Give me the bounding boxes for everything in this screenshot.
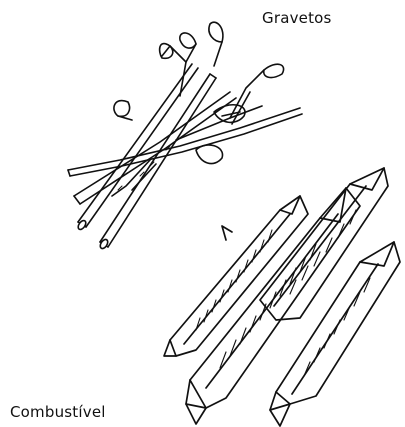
fuel-log	[186, 188, 360, 408]
twig-stick	[99, 74, 216, 250]
leaf	[264, 64, 284, 77]
twigs-group	[68, 22, 302, 250]
twigs-label: Gravetos	[262, 9, 332, 27]
leaf	[196, 145, 223, 164]
twig-branch	[68, 108, 302, 176]
fuel-log	[164, 196, 308, 356]
leaf	[160, 44, 173, 59]
twig-stick	[77, 64, 198, 231]
fuel-log	[270, 242, 400, 410]
fuel-group	[164, 168, 400, 426]
twig-branch	[170, 42, 222, 96]
leaf	[209, 22, 223, 42]
fuel-log	[260, 168, 388, 320]
leaf	[180, 33, 196, 48]
fuel-label: Combustível	[10, 403, 106, 421]
twig-stick	[74, 92, 236, 204]
leaf	[114, 101, 132, 120]
